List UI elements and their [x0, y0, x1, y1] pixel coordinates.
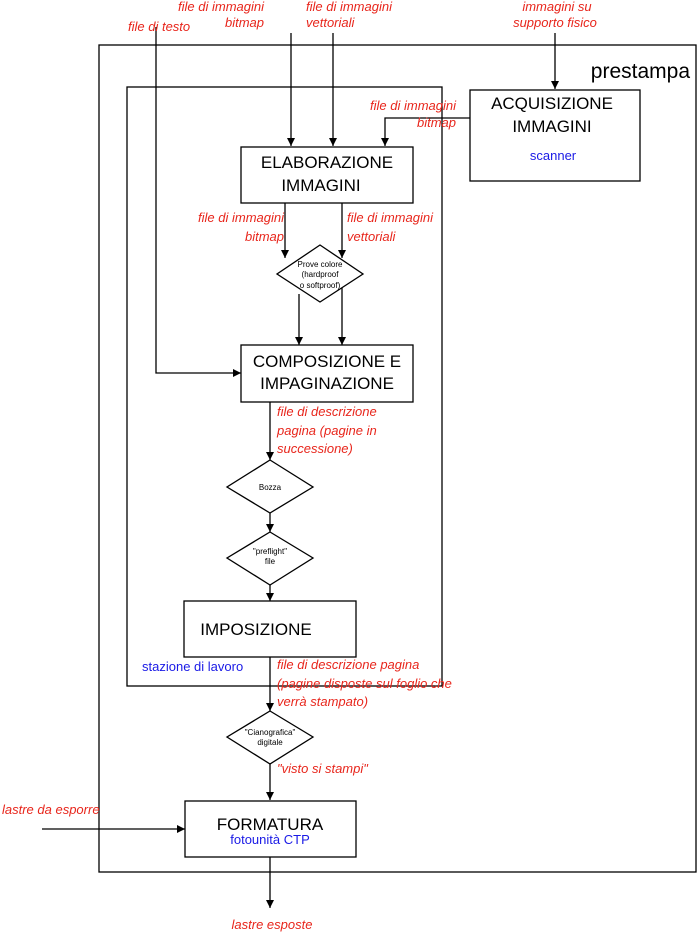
label-descr-foglio-1: file di descrizione pagina [277, 657, 419, 672]
arrow-testo-to-composizione [155, 27, 241, 377]
prestampa-title: prestampa [591, 60, 691, 83]
acquisizione-line1: ACQUISIZIONE [491, 94, 613, 113]
label-vettoriali-top-1: file di immagini [306, 0, 393, 14]
composizione-box: COMPOSIZIONE E IMPAGINAZIONE [240, 344, 414, 403]
cianografica-line2: digitale [257, 738, 283, 747]
label-bitmap-scan-1: file di immagini [370, 98, 457, 113]
acquisizione-box: ACQUISIZIONE IMMAGINI scanner [469, 89, 641, 182]
imposizione-line1: IMPOSIZIONE [200, 620, 311, 639]
label-descr-pagina-3: successione) [277, 441, 353, 456]
workstation-frame [126, 86, 443, 687]
composizione-line2: IMPAGINAZIONE [260, 374, 394, 393]
label-bitmap-mid-2: bitmap [245, 229, 284, 244]
label-descr-foglio-2: (pagine disposte sul foglio che [277, 676, 452, 691]
formatura-line1: FORMATURA [217, 815, 324, 834]
label-vettoriali-mid-1: file di immagini [347, 210, 434, 225]
label-vettoriali-mid-2: vettoriali [347, 229, 397, 244]
bozza-decision: Bozza [225, 459, 315, 514]
acquisizione-line2: IMMAGINI [512, 117, 591, 136]
workstation-label: stazione di lavoro [142, 659, 243, 674]
elaborazione-line1: ELABORAZIONE [261, 153, 393, 172]
composizione-line1: COMPOSIZIONE E [253, 352, 401, 371]
label-vettoriali-top-2: vettoriali [306, 15, 356, 30]
prove-line1: Prove colore [298, 260, 343, 269]
bozza-line1: Bozza [259, 483, 282, 492]
label-descr-pagina-1: file di descrizione [277, 404, 377, 419]
label-bitmap-scan-2: bitmap [417, 115, 456, 130]
label-bitmap-top-1: file di immagini [178, 0, 265, 14]
elaborazione-line2: IMMAGINI [281, 176, 360, 195]
label-descr-pagina-2: pagina (pagine in [276, 423, 377, 438]
label-lastre-esposte: lastre esposte [232, 917, 313, 932]
scanner-label: scanner [530, 148, 577, 163]
arrow-acquisizione-to-elaborazione [381, 117, 470, 146]
label-supporto-1: immagini su [522, 0, 591, 14]
label-lastre-esporre: lastre da esporre [2, 802, 100, 817]
elaborazione-box: ELABORAZIONE IMMAGINI [240, 146, 414, 204]
label-descr-foglio-3: verrà stampato) [277, 694, 368, 709]
preflight-line1: "preflight" [253, 547, 287, 556]
prove-line3: o softproof) [300, 281, 341, 290]
imposizione-box: IMPOSIZIONE [183, 600, 357, 658]
prove-line2: (hardproof [302, 270, 340, 279]
label-file-testo: file di testo [128, 19, 190, 34]
preflight-line2: file [265, 557, 276, 566]
label-visto: "visto si stampi" [277, 761, 369, 776]
preflight-decision: "preflight" file [225, 531, 315, 586]
prestampa-frame [98, 44, 697, 873]
cianografica-line1: "Cianografica" [245, 728, 296, 737]
formatura-box: FORMATURA fotounità CTP [184, 800, 357, 858]
cianografica-decision: "Cianografica" digitale [225, 710, 315, 765]
fotounita-label: fotounità CTP [230, 832, 310, 847]
label-supporto-2: supporto fisico [513, 15, 597, 30]
prove-colore-decision: Prove colore (hardproof o softproof) [275, 244, 365, 303]
label-bitmap-top-2: bitmap [225, 15, 264, 30]
label-bitmap-mid-1: file di immagini [198, 210, 285, 225]
